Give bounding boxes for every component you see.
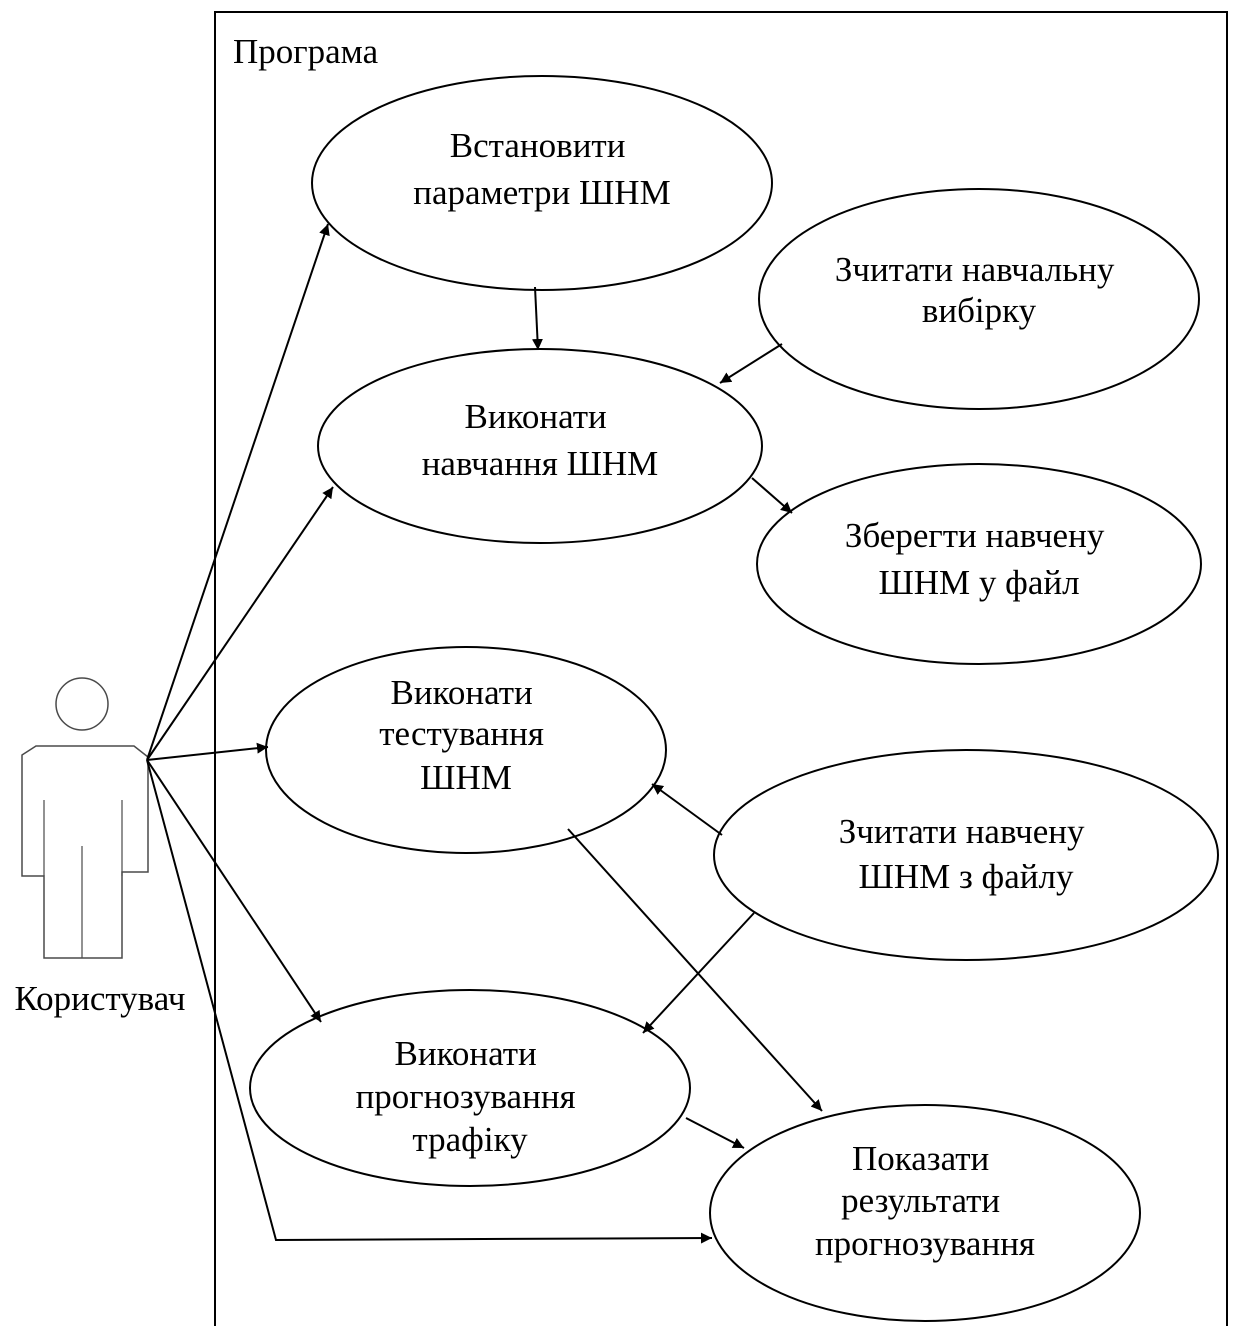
- use-case-read-file: Зчитати навчену ШНМ з файлу: [713, 749, 1219, 961]
- use-case-forecast-line1: Виконати: [395, 1034, 537, 1073]
- arrow-actor-to-test: [146, 742, 269, 761]
- system-title: Програма: [233, 32, 379, 71]
- arrow-forecast-to-show-results: [685, 1117, 745, 1149]
- use-case-save-file: Зберегти навчену ШНМ у файл: [756, 463, 1202, 665]
- use-case-read-file-line1: Зчитати навчену: [839, 812, 1085, 851]
- use-case-show-results-line2: результати: [841, 1181, 1000, 1220]
- use-case-show-results-line3: прогнозування: [815, 1224, 1035, 1263]
- use-case-test-line1: Виконати: [391, 673, 533, 712]
- arrow-read-training-to-train: [719, 343, 783, 384]
- use-case-set-params: Встановити параметри ШНМ: [311, 75, 773, 291]
- svg-text:Зберегти навчену ШНМ у ф: Зберегти навчену ШНМ у файл: [845, 516, 1113, 602]
- actor: Користувач: [14, 677, 186, 1018]
- svg-text:Зчитати навчальну вибірк: Зчитати навчальну вибірку: [835, 250, 1123, 330]
- svg-text:Встановити параметри ШНМ: Встановити параметри ШНМ: [413, 126, 670, 212]
- svg-text:Виконати прогнозування: Виконати прогнозування трафіку: [356, 1034, 585, 1159]
- use-case-forecast-line2: прогнозування: [356, 1077, 576, 1116]
- use-case-show-results-line1: Показати: [852, 1139, 989, 1178]
- arrow-actor-to-forecast: [146, 759, 322, 1023]
- use-case-train-line1: Виконати: [465, 397, 607, 436]
- use-case-test: Виконати тестування ШНМ: [265, 646, 667, 854]
- use-case-set-params-line2: параметри ШНМ: [413, 173, 670, 212]
- use-case-set-params-line1: Встановити: [450, 126, 626, 165]
- use-case-read-training: Зчитати навчальну вибірку: [758, 188, 1200, 410]
- actor-label: Користувач: [14, 979, 185, 1018]
- stick-figure-actor-icon: [21, 677, 149, 959]
- system-boundary: [214, 11, 1228, 1326]
- use-case-forecast-line3: трафіку: [412, 1120, 528, 1159]
- arrow-test-to-show-results: [567, 828, 823, 1112]
- use-case-save-file-line2: ШНМ у файл: [878, 563, 1079, 602]
- svg-text:Показати результати: Показати результати прогнозування: [815, 1139, 1035, 1263]
- use-case-forecast: Виконати прогнозування трафіку: [249, 989, 691, 1187]
- svg-text:Виконати тестування: Виконати тестування ШНМ: [379, 673, 552, 797]
- use-case-train-line2: навчання ШНМ: [422, 444, 659, 483]
- use-case-read-training-line2: вибірку: [922, 291, 1037, 330]
- arrow-actor-to-show-results: [146, 759, 713, 1244]
- arrow-actor-to-train: [146, 486, 334, 761]
- use-case-show-results: Показати результати прогнозування: [709, 1104, 1141, 1322]
- use-case-test-line3: ШНМ: [420, 758, 512, 797]
- use-case-save-file-line1: Зберегти навчену: [845, 516, 1105, 555]
- use-case-test-line2: тестування: [379, 714, 544, 753]
- use-case-train: Виконати навчання ШНМ: [317, 348, 763, 544]
- relationship-arrows: [146, 223, 823, 1244]
- use-case-read-training-line1: Зчитати навчальну: [835, 250, 1115, 289]
- use-case-read-file-line2: ШНМ з файлу: [859, 857, 1074, 896]
- arrow-actor-to-set-params: [146, 223, 330, 761]
- arrow-set-params-to-train: [531, 286, 543, 351]
- svg-text:Зчитати навчену ШНМ з фа: Зчитати навчену ШНМ з файлу: [839, 812, 1094, 896]
- arrow-read-file-to-test: [651, 783, 723, 836]
- svg-text:Виконати навчання ШНМ: Виконати навчання ШНМ: [422, 397, 659, 483]
- arrow-train-to-save-file: [751, 477, 793, 514]
